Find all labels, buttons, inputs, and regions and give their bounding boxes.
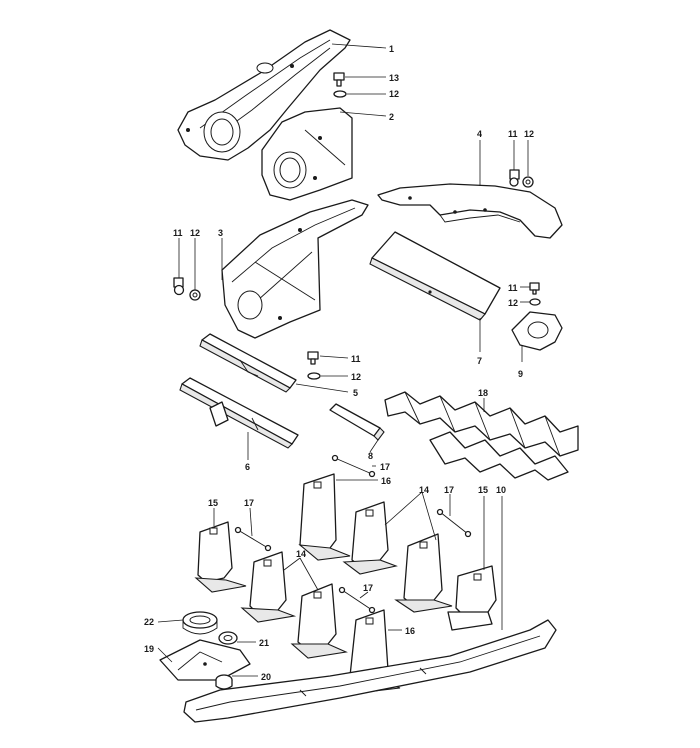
callout-12: 12 (389, 89, 399, 99)
washer-12-top (333, 90, 347, 98)
bolt-11-upper-right (509, 169, 520, 187)
callout-14: 14 (419, 485, 429, 495)
part-4-rear-cover (377, 183, 563, 239)
callout-12: 12 (524, 129, 534, 139)
callout-18: 18 (478, 388, 488, 398)
bolt-13 (333, 72, 345, 87)
callout-22: 22 (144, 617, 154, 627)
part-17-pin-c (436, 508, 472, 538)
part-17-pin-a (331, 454, 376, 478)
callout-labels: 1 13 12 2 4 11 12 11 12 3 11 12 9 7 11 1… (144, 44, 534, 682)
washer-12-right (529, 298, 541, 306)
callout-15: 15 (478, 485, 488, 495)
part-7-channel (369, 231, 501, 321)
bolt-11-right (529, 282, 540, 295)
part-15-panel-left (194, 521, 247, 593)
callout-8: 8 (368, 451, 373, 461)
callout-16: 16 (381, 476, 391, 486)
part-5-rail (199, 333, 297, 393)
bolt-11-mid (307, 351, 319, 365)
part-10-sill (183, 619, 557, 723)
callout-12: 12 (351, 372, 361, 382)
callout-15: 15 (208, 498, 218, 508)
callout-1: 1 (389, 44, 394, 54)
part-16-panel-upper (298, 473, 351, 561)
callout-17: 17 (363, 583, 373, 593)
callout-3: 3 (218, 228, 223, 238)
callout-20: 20 (261, 672, 271, 682)
callout-5: 5 (353, 388, 358, 398)
part-6-rail (179, 377, 299, 449)
part-22-ring (182, 611, 218, 635)
part-3-side-shroud (221, 199, 369, 339)
callout-14: 14 (296, 549, 306, 559)
part-19-plate (159, 639, 251, 681)
part-1-upper-shroud (177, 29, 351, 161)
callout-10: 10 (496, 485, 506, 495)
callout-2: 2 (389, 112, 394, 122)
callout-16: 16 (405, 626, 415, 636)
callout-12: 12 (508, 298, 518, 308)
callout-11: 11 (173, 228, 183, 238)
part-21-grommet (218, 631, 238, 645)
part-14-panel-3 (240, 551, 297, 623)
callout-17: 17 (380, 462, 390, 472)
callout-11: 11 (508, 129, 518, 139)
part-18-corrugated-shield (384, 391, 579, 481)
part-14-panel-2 (394, 533, 453, 613)
callout-12: 12 (190, 228, 200, 238)
part-2-side-cover (261, 107, 353, 201)
callout-11: 11 (508, 283, 518, 293)
part-9-bracket (511, 311, 563, 351)
part-14-panel-4 (290, 583, 348, 659)
part-15-panel-right (447, 565, 497, 631)
callout-6: 6 (245, 462, 250, 472)
leader-lines (157, 43, 530, 677)
part-17-pin-b (234, 526, 272, 552)
callout-17: 17 (244, 498, 254, 508)
washer-12-mid (307, 372, 321, 380)
washer-12-upper-right (522, 176, 534, 188)
callout-17: 17 (444, 485, 454, 495)
part-14-panel-1 (342, 501, 398, 575)
washer-12-left (189, 289, 201, 301)
part-17-pin-d (338, 586, 376, 614)
bolt-11-left (173, 277, 185, 296)
callout-4: 4 (477, 129, 482, 139)
callout-11: 11 (351, 354, 361, 364)
callout-21: 21 (259, 638, 269, 648)
callout-7: 7 (477, 356, 482, 366)
callout-9: 9 (518, 369, 523, 379)
part-20-cap (215, 674, 233, 690)
part-8-strip (329, 403, 385, 441)
callout-19: 19 (144, 644, 154, 654)
callout-13: 13 (389, 73, 399, 83)
